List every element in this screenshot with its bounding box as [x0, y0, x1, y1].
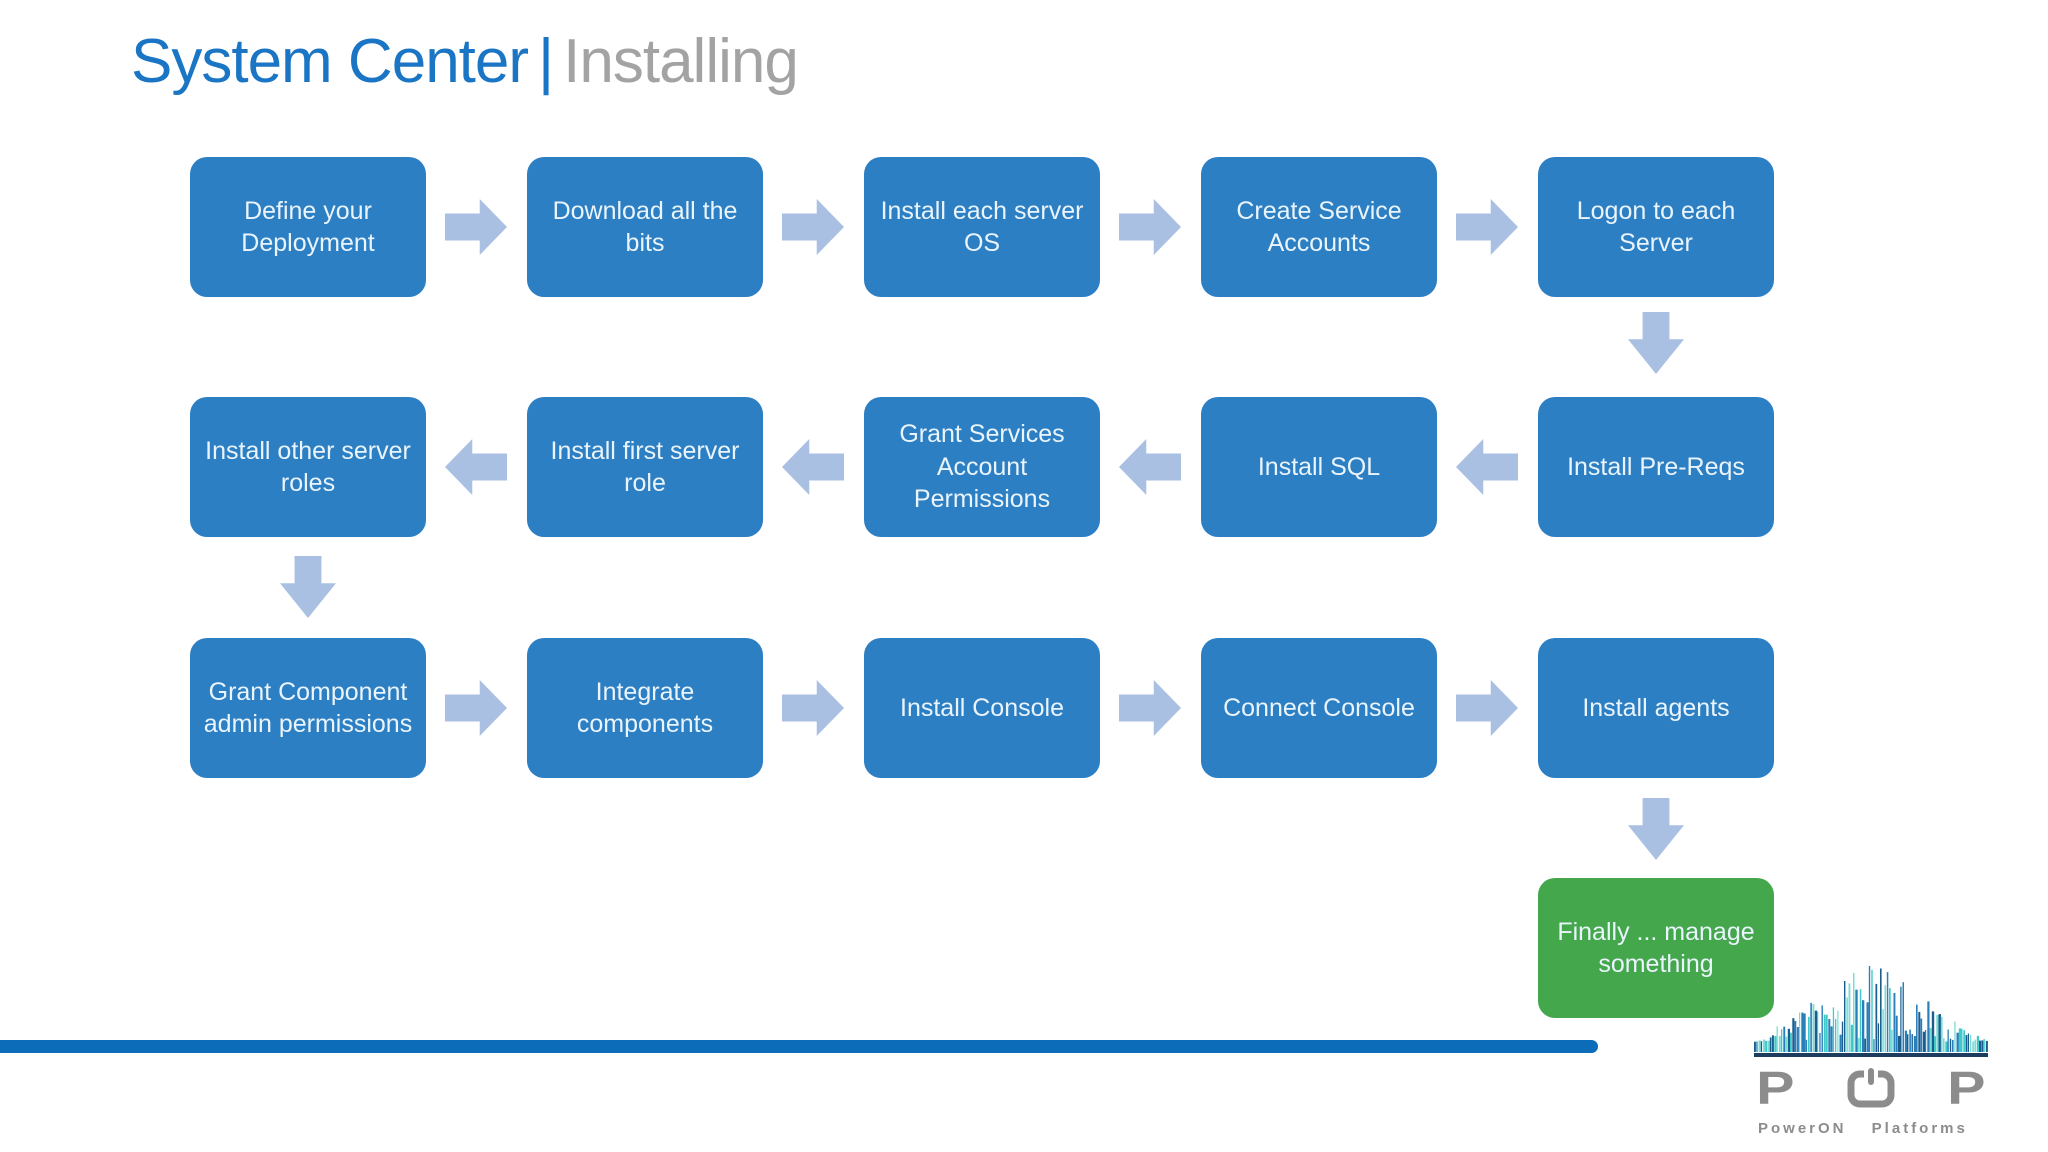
poweron-platforms-logo: P P PowerON Platforms	[1754, 966, 1988, 1137]
flow-step-install-sql: Install SQL	[1201, 397, 1437, 537]
skyline-equalizer-graphic	[1754, 966, 1988, 1052]
arrow-right-icon	[1119, 680, 1181, 736]
flow-step-finally-manage-something: Finally ... manage something	[1538, 878, 1774, 1018]
arrow-right-icon	[1456, 680, 1518, 736]
flow-step-grant-services-account-permissions: Grant Services Account Permissions	[864, 397, 1100, 537]
flow-step-logon-to-each-server: Logon to each Server	[1538, 157, 1774, 297]
logo-baseline	[1754, 1053, 1988, 1057]
flow-step-install-pre-reqs: Install Pre-Reqs	[1538, 397, 1774, 537]
arrow-down-icon	[1628, 798, 1684, 860]
flow-step-create-service-accounts: Create Service Accounts	[1201, 157, 1437, 297]
flow-step-install-other-server-roles: Install other server roles	[190, 397, 426, 537]
logo-letters: P P	[1754, 1065, 1988, 1111]
flow-step-install-each-server-os: Install each server OS	[864, 157, 1100, 297]
arrow-left-icon	[1456, 439, 1518, 495]
arrow-left-icon	[445, 439, 507, 495]
arrow-right-icon	[445, 199, 507, 255]
arrow-right-icon	[782, 199, 844, 255]
arrow-right-icon	[782, 680, 844, 736]
logo-tagline: PowerON Platforms	[1758, 1120, 1968, 1137]
arrow-down-icon	[280, 556, 336, 618]
arrow-right-icon	[1119, 199, 1181, 255]
title-secondary: Installing	[563, 27, 799, 96]
logo-letter-p-left: P	[1756, 1062, 1795, 1114]
flow-step-connect-console: Connect Console	[1201, 638, 1437, 778]
arrow-down-icon	[1628, 312, 1684, 374]
flow-step-install-console: Install Console	[864, 638, 1100, 778]
arrow-left-icon	[782, 439, 844, 495]
title-separator: |	[538, 27, 554, 96]
title-primary: System Center	[131, 27, 529, 96]
flow-step-install-first-server-role: Install first server role	[527, 397, 763, 537]
flow-step-download-all-the-bits: Download all the bits	[527, 157, 763, 297]
flow-step-grant-component-admin-permissions: Grant Component admin permissions	[190, 638, 426, 778]
arrow-right-icon	[445, 680, 507, 736]
arrow-right-icon	[1456, 199, 1518, 255]
flow-step-install-agents: Install agents	[1538, 638, 1774, 778]
flow-step-define-your-deployment: Define your Deployment	[190, 157, 426, 297]
bottom-accent-bar	[0, 1040, 1598, 1053]
page-title: System Center|Installing	[131, 26, 799, 97]
power-icon	[1847, 1066, 1895, 1108]
flow-step-integrate-components: Integrate components	[527, 638, 763, 778]
arrow-left-icon	[1119, 439, 1181, 495]
logo-letter-p-right: P	[1947, 1062, 1986, 1114]
